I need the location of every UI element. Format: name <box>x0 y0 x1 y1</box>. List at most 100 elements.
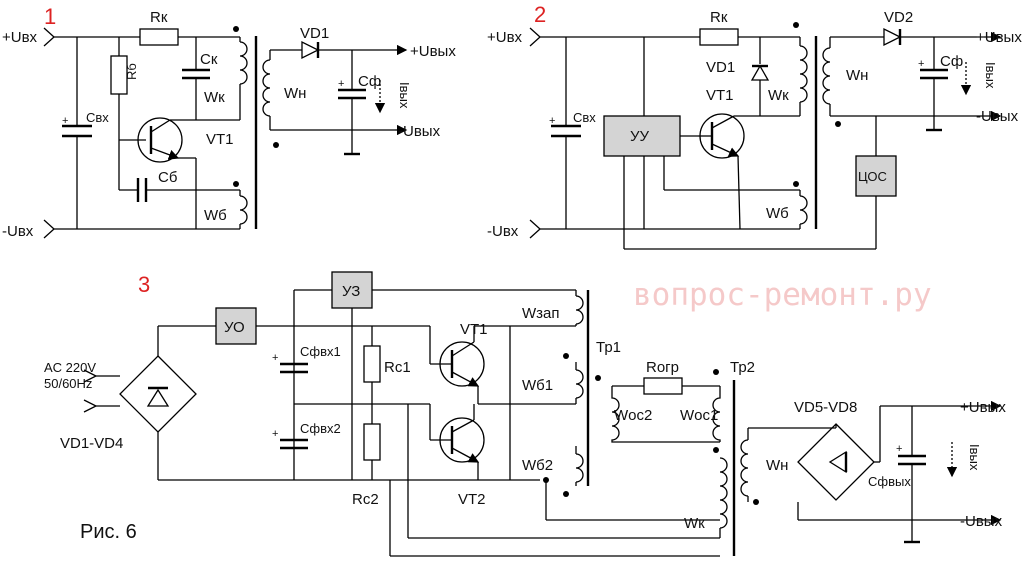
svg-text:+: + <box>338 78 344 90</box>
label-vt2: VT2 <box>458 491 486 508</box>
label-tsos: ЦОС <box>858 169 887 184</box>
winding-wb2 <box>575 453 584 483</box>
label-cf: Сф <box>940 53 963 70</box>
svg-text:+: + <box>272 352 278 364</box>
label-uin-pos: +Uвх <box>487 29 523 46</box>
label-vd1: VD1 <box>300 25 329 42</box>
label-uin-neg: -Uвх <box>487 223 519 240</box>
resistor-rk <box>699 28 739 46</box>
label-rc1: Rc1 <box>384 359 411 376</box>
label-ac: AC 220V <box>44 360 96 375</box>
figure-caption: Рис. 6 <box>80 521 137 543</box>
label-vt1: VT1 <box>206 131 234 148</box>
circuit-number-1: 1 <box>44 4 56 29</box>
label-bridge-out: VD5-VD8 <box>794 399 857 416</box>
label-uout-pos: +Uвых <box>410 43 456 60</box>
winding-wk <box>719 457 728 529</box>
label-wk: Wк <box>204 89 225 106</box>
winding-woc2 <box>611 386 720 443</box>
label-wb: Wб <box>204 207 227 224</box>
diode-vd2 <box>883 27 902 47</box>
winding-wn <box>262 59 271 117</box>
label-wn: Wн <box>284 85 306 102</box>
circuit-3: AC 220V 50/60Hz VD1-VD4 УО УЗ + Сфвх1 <box>44 271 1006 557</box>
diode-vd1 <box>750 64 770 81</box>
label-cin: Свх <box>573 110 596 125</box>
svg-text:+: + <box>62 115 68 127</box>
diode-vd1 <box>301 40 320 60</box>
label-wk: Wк <box>768 87 789 104</box>
svg-text:+: + <box>272 428 278 440</box>
transistor-vt1 <box>137 117 183 163</box>
label-wn: Wн <box>766 457 788 474</box>
label-uu: УУ <box>630 128 650 145</box>
resistor-rk <box>139 28 179 46</box>
label-cin: Свх <box>86 110 109 125</box>
label-cfin2: Сфвх2 <box>300 421 341 436</box>
winding-wk <box>239 41 248 85</box>
label-cb: Сб <box>158 169 177 186</box>
winding-wzap <box>575 295 584 325</box>
winding-wb1 <box>575 369 584 399</box>
label-freq: 50/60Hz <box>44 376 92 391</box>
label-cfout: Сфвых <box>868 474 911 489</box>
label-uout-neg: -Uвых <box>960 513 1003 530</box>
winding-wn <box>822 47 831 105</box>
circuit-number-2: 2 <box>534 2 546 27</box>
label-wb: Wб <box>766 205 789 222</box>
svg-text:+: + <box>549 115 555 127</box>
label-vt1: VT1 <box>706 87 734 104</box>
input-terminal-pos <box>43 27 55 47</box>
label-iout: Iвых <box>967 444 982 471</box>
label-woc1: Wос1 <box>680 407 718 424</box>
svg-text:+: + <box>896 443 902 455</box>
label-bridge-in: VD1-VD4 <box>60 435 123 452</box>
input-terminal-pos <box>529 27 541 47</box>
label-wk: Wк <box>684 515 705 532</box>
label-iout: Iвых <box>983 62 998 89</box>
circuit-1: +Uвх -Uвх + Свх Rк Rб Сб <box>2 9 456 240</box>
winding-wb <box>799 195 808 225</box>
bridge-vd5-vd8 <box>797 423 875 501</box>
label-wb1: Wб1 <box>522 377 553 394</box>
label-rogr: Rогр <box>646 359 679 376</box>
label-uout-neg: -Uвых <box>976 108 1019 125</box>
label-rk: Rк <box>710 9 728 26</box>
label-vd1: VD1 <box>706 59 735 76</box>
label-uin-neg: -Uвх <box>2 223 34 240</box>
ac-terminal-2 <box>83 399 98 413</box>
winding-wk <box>799 45 808 103</box>
resistor-rc1 <box>363 345 381 383</box>
label-uout-neg: -Uвых <box>398 123 441 140</box>
label-uo: УО <box>224 319 245 336</box>
label-uin-pos: +Uвх <box>2 29 38 46</box>
label-woc2: Wос2 <box>614 407 652 424</box>
winding-woc1 <box>712 386 721 442</box>
label-tp2: Тр2 <box>730 359 755 376</box>
block-uo <box>215 307 257 345</box>
bridge-vd1-vd4 <box>119 355 197 433</box>
label-cfin1: Сфвх1 <box>300 344 341 359</box>
label-wn: Wн <box>846 67 868 84</box>
label-tp1: Тр1 <box>596 339 621 356</box>
label-vd2: VD2 <box>884 9 913 26</box>
svg-text:+: + <box>918 58 924 70</box>
watermark: вопрос-ремонт.ру <box>633 277 932 313</box>
input-terminal-neg <box>43 219 55 239</box>
label-iout: Iвых <box>397 82 412 109</box>
label-wzap: Wзап <box>522 305 560 322</box>
label-uz: УЗ <box>342 283 360 300</box>
winding-wn <box>740 439 749 497</box>
label-rc2: Rc2 <box>352 491 379 508</box>
label-cf: Сф <box>358 73 381 90</box>
label-rk: Rк <box>150 9 168 26</box>
label-vt1: VT1 <box>460 321 488 338</box>
input-terminal-neg <box>529 219 541 239</box>
label-wb2: Wб2 <box>522 457 553 474</box>
label-uout-pos: +Uвых <box>976 29 1022 46</box>
circuit-2: +Uвх -Uвх + Свх УУ Rк VD1 <box>487 9 1022 250</box>
resistor-rogr <box>643 377 683 395</box>
label-ck: Ск <box>200 51 218 68</box>
circuit-number-3: 3 <box>138 272 150 297</box>
